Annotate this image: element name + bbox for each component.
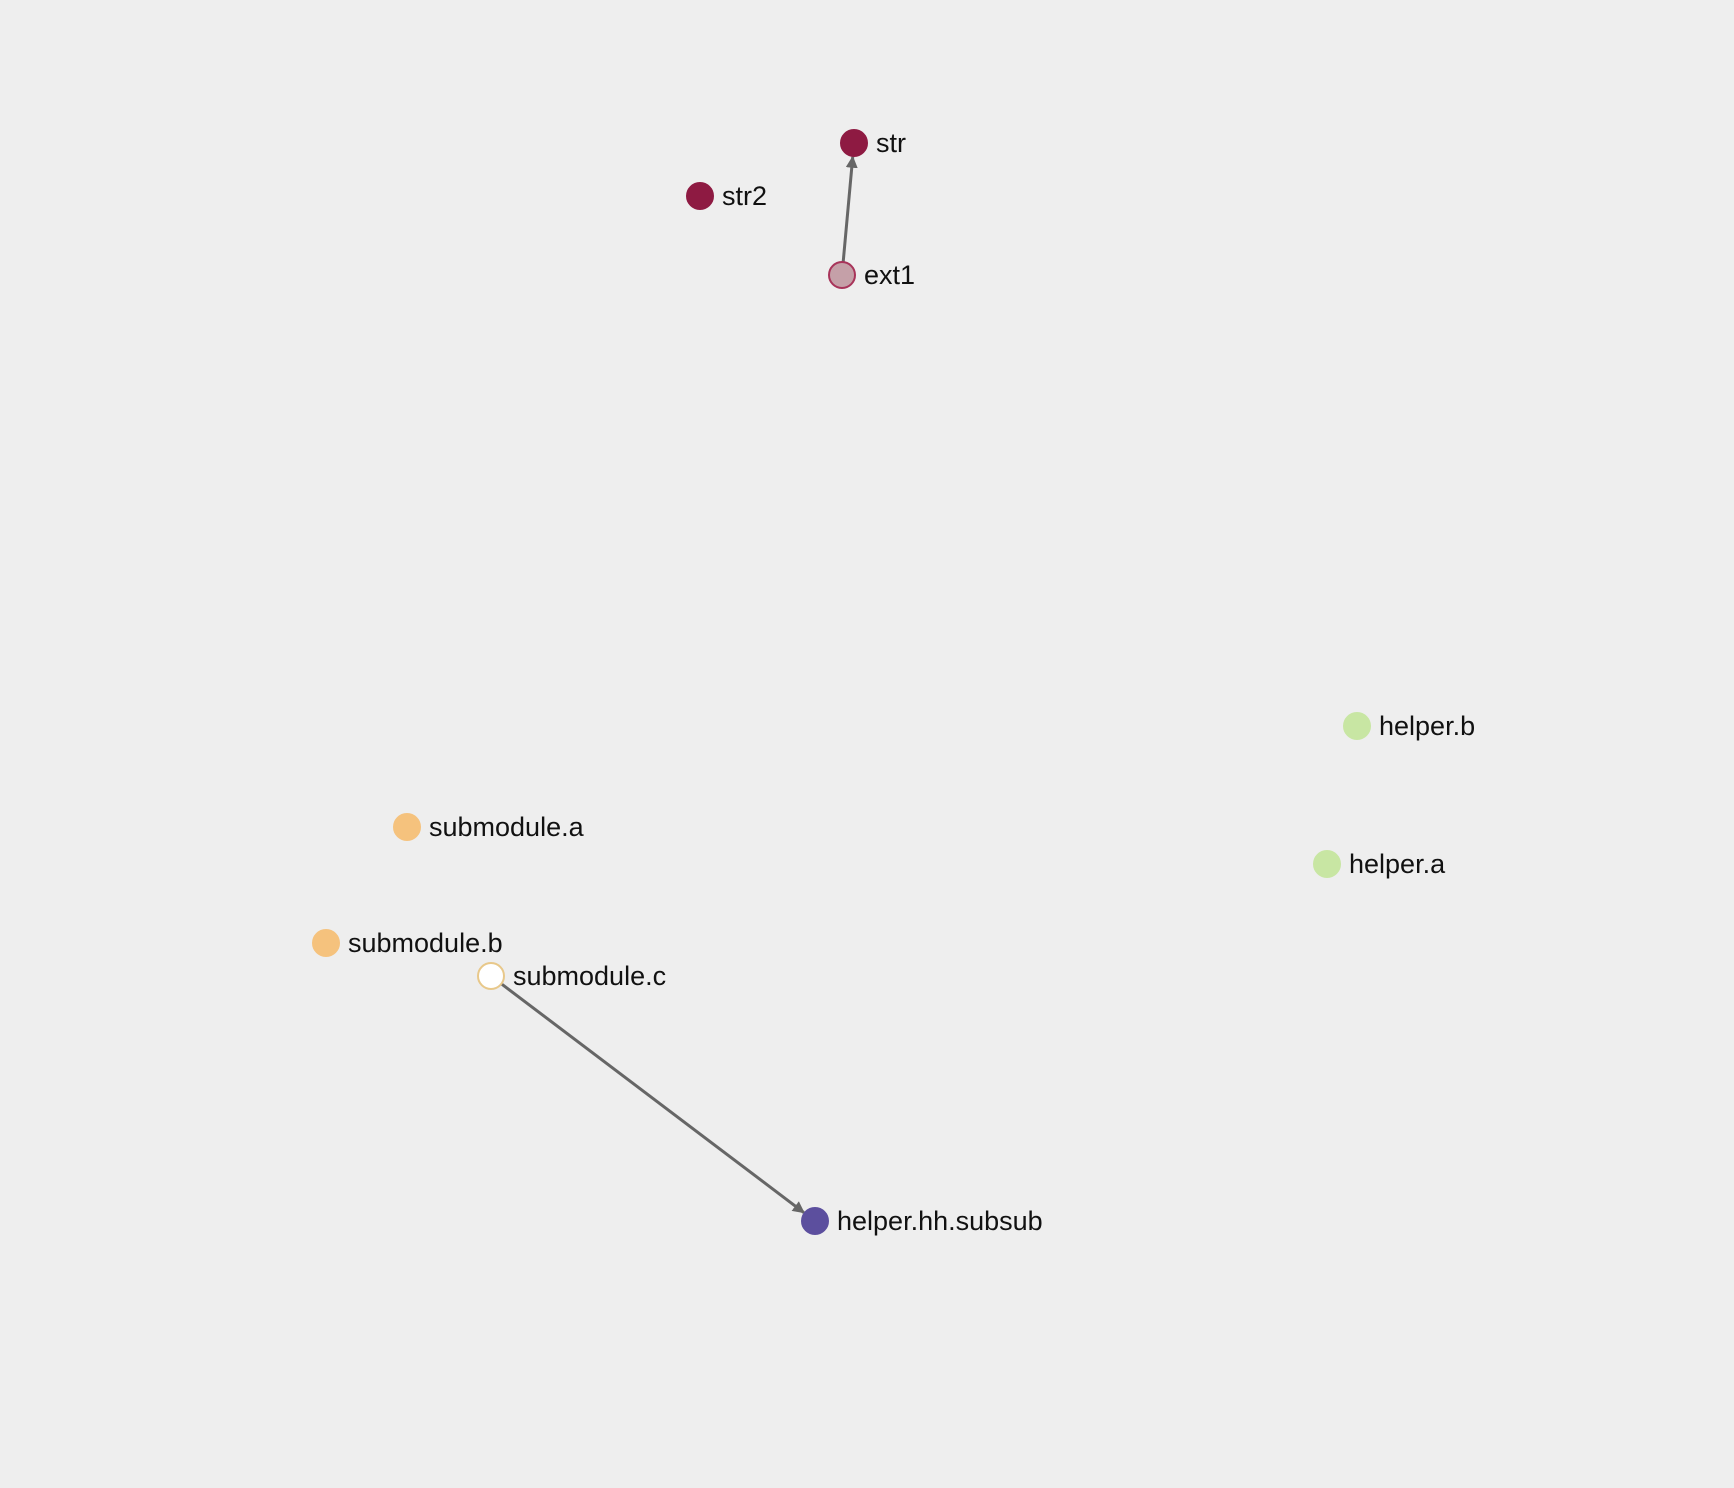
graph-node-helper.a[interactable]: helper.a	[1313, 849, 1446, 879]
graph-node-ext1[interactable]: ext1	[828, 260, 915, 290]
node-dot-icon[interactable]	[840, 129, 868, 157]
edge-ext1-to-str	[841, 155, 858, 263]
node-label: submodule.a	[429, 812, 585, 842]
node-label: helper.a	[1349, 849, 1446, 879]
edges-layer	[500, 155, 858, 1214]
graph-node-submodule.b[interactable]: submodule.b	[312, 928, 503, 958]
node-label: helper.b	[1379, 711, 1475, 741]
node-dot-icon[interactable]	[477, 962, 505, 990]
node-dot-icon[interactable]	[1313, 850, 1341, 878]
node-dot-icon[interactable]	[1343, 712, 1371, 740]
node-label: str	[876, 128, 906, 158]
node-label: submodule.c	[513, 961, 666, 991]
graph-node-str[interactable]: str	[840, 128, 906, 158]
graph-node-str2[interactable]: str2	[686, 181, 767, 211]
node-dot-icon[interactable]	[393, 813, 421, 841]
node-label: str2	[722, 181, 767, 211]
graph-node-helper.b[interactable]: helper.b	[1343, 711, 1475, 741]
graph-node-submodule.a[interactable]: submodule.a	[393, 812, 585, 842]
node-label: helper.hh.subsub	[837, 1206, 1043, 1236]
node-label: submodule.b	[348, 928, 503, 958]
node-dot-icon[interactable]	[686, 182, 714, 210]
nodes-layer: str str2 ext1 helper.b helper.a submodule.a su…	[312, 128, 1475, 1236]
node-dot-icon[interactable]	[828, 261, 856, 289]
graph-node-helper.hh.subsub[interactable]: helper.hh.subsub	[801, 1206, 1043, 1236]
node-label: ext1	[864, 260, 915, 290]
node-dot-icon[interactable]	[312, 929, 340, 957]
node-dot-icon[interactable]	[801, 1207, 829, 1235]
graph-node-submodule.c[interactable]: submodule.c	[477, 961, 666, 991]
edge-submodule.c-to-helper.hh.subsub	[500, 982, 805, 1214]
